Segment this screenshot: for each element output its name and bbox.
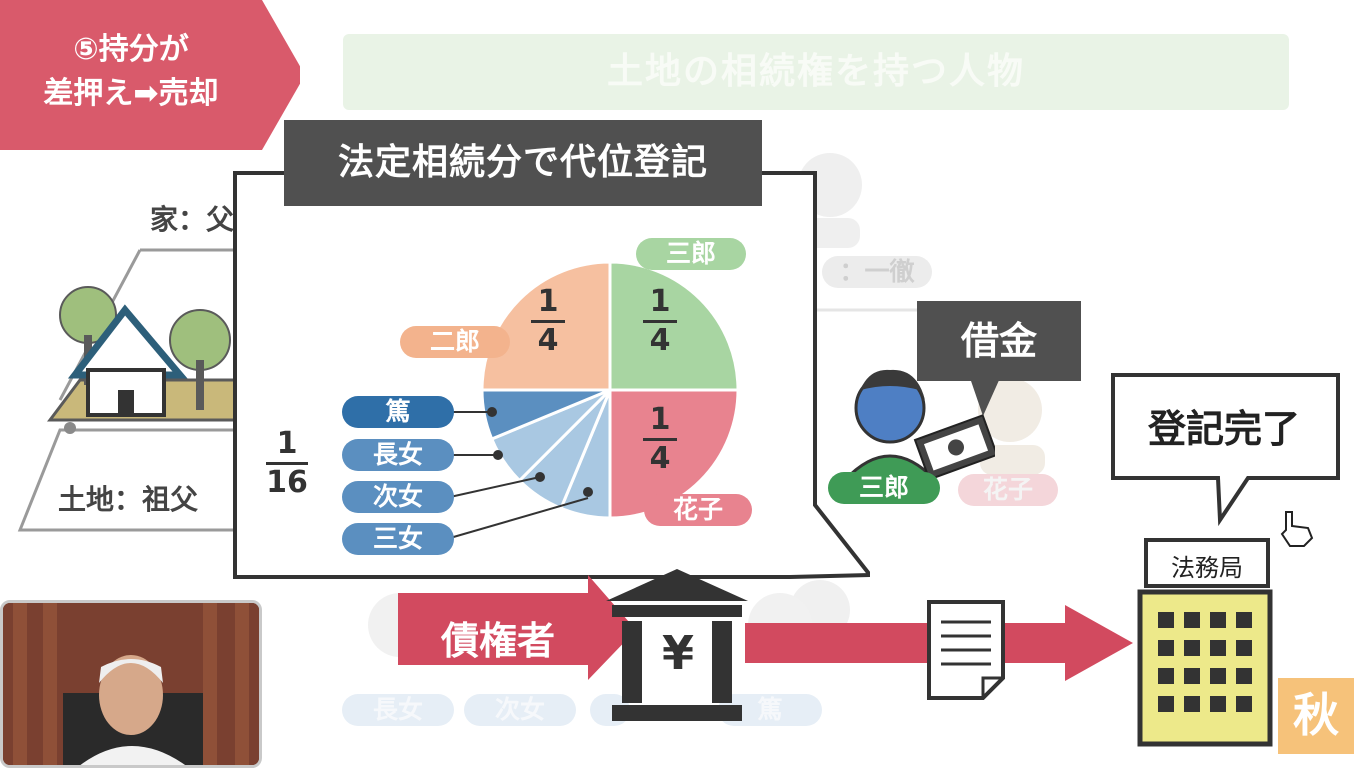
pie-slice-花子 (608, 388, 740, 520)
fraction-small: 1 16 (262, 428, 312, 499)
completion-bubble (1111, 373, 1340, 527)
fraction-jiro: 1 4 (528, 286, 568, 357)
label-atsushi: 篤 (342, 396, 454, 428)
legal-bureau-label: 法務局 (1171, 554, 1243, 582)
hanako-avatar-faded (978, 378, 1042, 442)
creditor-arrow (398, 575, 636, 680)
label-chojo: 長女 (342, 439, 454, 471)
pie-slice-二郎 (480, 260, 612, 392)
hanako-label-faded: 花子 (958, 474, 1058, 506)
land-dot (64, 422, 76, 434)
completion-text: 登記完了 (1147, 407, 1300, 451)
fraction-saburo: 1 4 (640, 286, 680, 357)
bank-yen-symbol: ¥ (661, 626, 694, 680)
pointer-hand-icon (1280, 511, 1314, 547)
label-jijo: 次女 (342, 481, 454, 513)
saburo-figure (841, 369, 995, 482)
popup-title: 法定相続分で代位登記 (284, 120, 762, 206)
channel-mark: 秋 (1276, 676, 1356, 756)
fraction-small-numerator: 1 (276, 426, 298, 461)
debt-label: 借金 (917, 301, 1081, 381)
leader-lines (449, 407, 593, 539)
header-title: 土地の相続権を持つ人物 (343, 34, 1289, 110)
label-sanjo: 三女 (342, 523, 454, 555)
issei-label: ：一徹 (822, 256, 932, 288)
label-jiro: 二郎 (400, 326, 510, 358)
presenter-video (3, 603, 259, 765)
document-icon (927, 600, 1005, 700)
step-tag: ⑤持分が 差押え➡売却 (0, 0, 300, 150)
flow-arrow (745, 605, 1133, 681)
presenter-webcam (0, 600, 262, 768)
fraction-saburo-numerator: 1 (649, 284, 671, 319)
bottom-chojo: 長女 (342, 694, 454, 726)
pie-slice-三郎 (608, 260, 740, 392)
fraction-hanako: 1 4 (640, 404, 680, 475)
land-label: 土地：祖父 (58, 483, 199, 516)
fraction-hanako-numerator: 1 (649, 402, 671, 437)
creditor-label: 債権者 (440, 619, 555, 663)
debt-label-tail (970, 378, 1000, 416)
step-line-2: 差押え➡売却 (43, 76, 219, 111)
label-saburo: 三郎 (636, 238, 746, 270)
label-hanako: 花子 (644, 494, 752, 526)
saburo-label: 三郎 (828, 472, 940, 504)
legal-bureau-building (1137, 538, 1273, 747)
bottom-jijo: 次女 (464, 694, 576, 726)
fraction-jiro-numerator: 1 (537, 284, 559, 319)
fraction-jiro-denominator: 4 (537, 323, 559, 358)
house-label: 家：父 (150, 203, 235, 236)
step-text: ⑤持分が 差押え➡売却 (0, 28, 262, 116)
land-diagram (17, 248, 252, 532)
fraction-saburo-denominator: 4 (649, 323, 671, 358)
step-tag-shape (0, 0, 300, 150)
step-line-1: ⑤持分が (73, 32, 189, 67)
fraction-small-denominator: 16 (266, 465, 308, 500)
fraction-hanako-denominator: 4 (649, 441, 671, 476)
bank-icon (606, 569, 748, 721)
